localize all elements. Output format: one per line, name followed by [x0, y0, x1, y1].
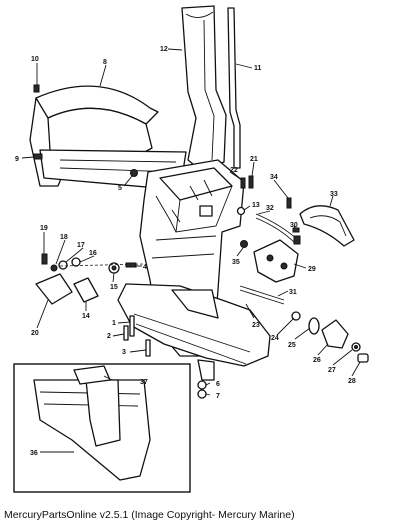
callout-20: 20	[31, 330, 39, 337]
callout-2: 2	[107, 333, 111, 340]
image-caption: MercuryPartsOnline v2.5.1 (Image Copyrig…	[4, 509, 295, 521]
anode-20-part	[35, 273, 73, 305]
callout-35: 35	[232, 259, 240, 266]
callout-21: 21	[250, 156, 258, 163]
plate-33-part	[299, 205, 355, 247]
washer-6-part	[197, 380, 207, 390]
callout-8: 8	[103, 59, 107, 66]
housing-29-part	[253, 239, 299, 283]
callout-9: 9	[15, 156, 19, 163]
callout-27: 27	[328, 367, 336, 374]
callout-1: 1	[112, 320, 116, 327]
screw-34-part	[286, 197, 292, 209]
nut-7-part	[197, 389, 207, 399]
callout-30: 30	[290, 222, 298, 229]
stud-3-part	[145, 339, 151, 357]
callout-16: 16	[89, 250, 97, 257]
callout-33: 33	[330, 191, 338, 198]
callout-11: 11	[254, 65, 262, 72]
callout-28: 28	[348, 378, 356, 385]
callout-34: 34	[270, 174, 278, 181]
hub-26-part	[321, 319, 349, 349]
callout-6: 6	[216, 381, 220, 388]
screw-4-part	[125, 262, 137, 268]
callout-23: 23	[252, 322, 260, 329]
leader-lines	[21, 48, 361, 453]
screw-9-part	[33, 153, 43, 160]
callout-22: 22	[230, 167, 238, 174]
callout-36: 36	[30, 450, 38, 457]
washer-17-part	[58, 260, 68, 270]
shift-rod-part	[227, 7, 241, 169]
callout-37: 37	[140, 379, 148, 386]
exploded-parts-diagram: 1 2 3 4 5 6 7 8 9 10 11 12 13 14 15 16 1…	[13, 5, 369, 493]
callout-labels: 1 2 3 4 5 6 7 8 9 10 11 12 13 14 15 16 1…	[15, 46, 356, 457]
callout-13: 13	[252, 202, 260, 209]
screw-21-part	[248, 175, 254, 189]
callout-19: 19	[40, 225, 48, 232]
callout-32: 32	[266, 205, 274, 212]
callout-7: 7	[216, 393, 220, 400]
nut-28-part	[357, 353, 369, 363]
callout-25: 25	[288, 342, 296, 349]
callout-29: 29	[308, 266, 316, 273]
callout-31: 31	[289, 289, 297, 296]
callout-24: 24	[271, 335, 279, 342]
inset-box	[13, 363, 191, 493]
grommet-13-part	[236, 206, 246, 216]
screw-19-part	[41, 253, 48, 265]
callout-12: 12	[160, 46, 168, 53]
screw-10-part	[33, 84, 40, 93]
stud-1-part	[129, 315, 135, 337]
callout-18: 18	[60, 234, 68, 241]
fitting-14-part	[73, 277, 99, 303]
screw-30-part	[292, 227, 300, 233]
screw-5-part	[130, 169, 138, 177]
callout-14: 14	[82, 313, 90, 320]
callout-26: 26	[313, 357, 321, 364]
callout-5: 5	[118, 185, 122, 192]
stud-2-part	[123, 325, 129, 341]
spacer-27-part	[351, 342, 361, 352]
screw-35-part	[240, 240, 248, 248]
washer-25-part	[308, 317, 320, 335]
nut-18-part	[50, 264, 58, 272]
callout-15: 15	[110, 284, 118, 291]
callout-4: 4	[143, 264, 147, 271]
hose-32-part	[255, 213, 301, 245]
exhaust-tube-part	[181, 5, 227, 171]
callout-10: 10	[31, 56, 39, 63]
washer-16-part	[71, 257, 81, 267]
callout-17: 17	[77, 242, 85, 249]
screw-22-part	[240, 177, 246, 189]
stud-31-part	[239, 285, 285, 305]
callout-3: 3	[122, 349, 126, 356]
gear-housing-part	[117, 159, 271, 381]
